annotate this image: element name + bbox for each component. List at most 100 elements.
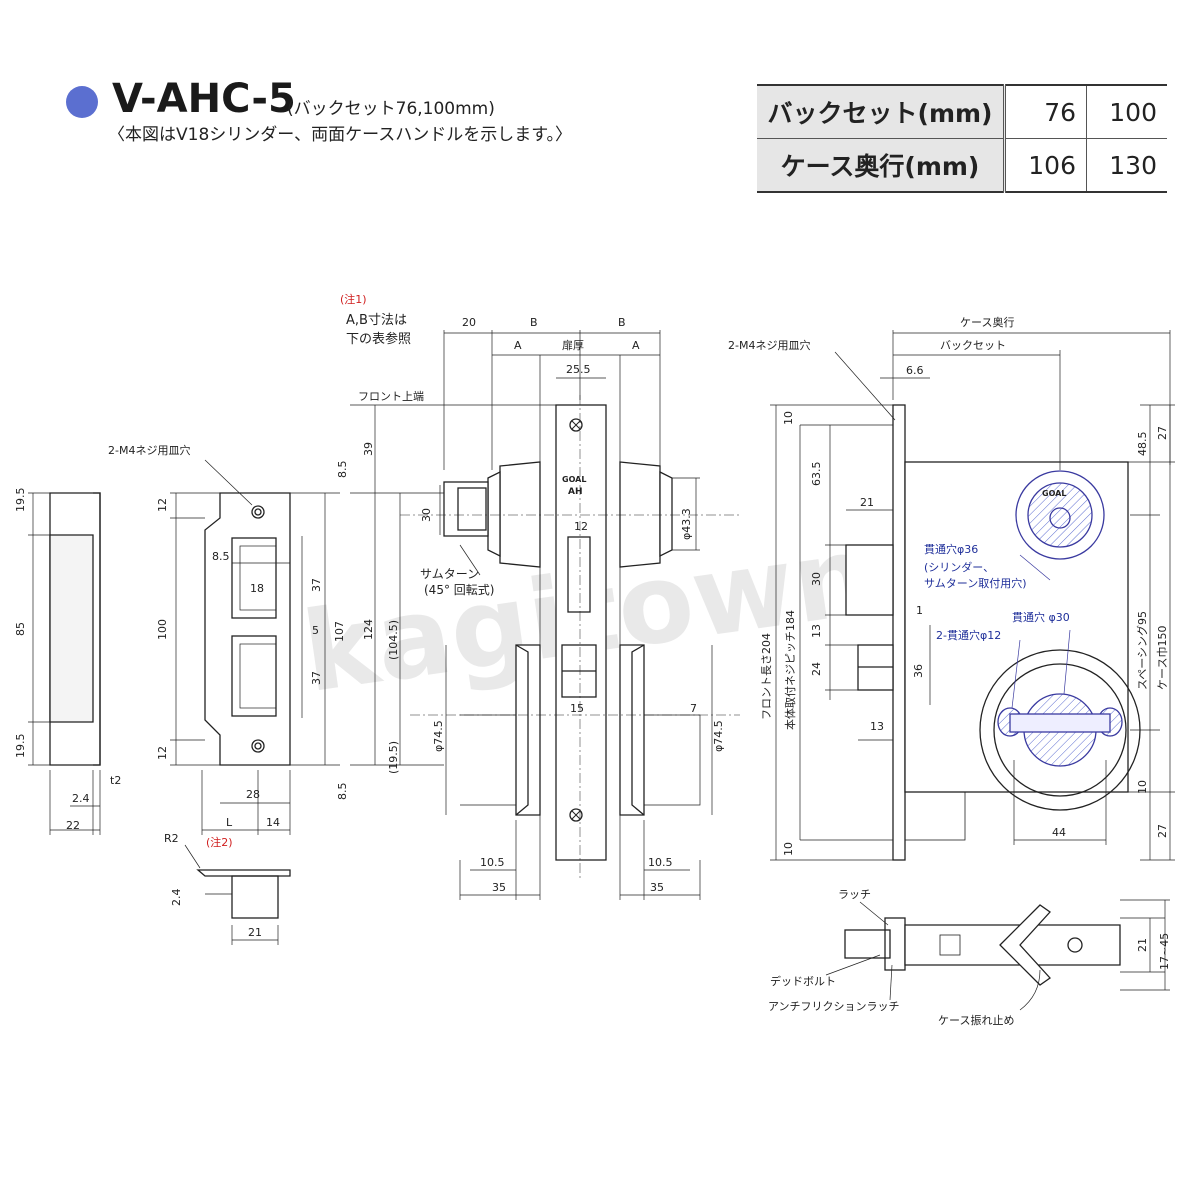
dim-label: 8.5: [336, 783, 349, 801]
dim-label: 10: [782, 842, 795, 856]
spec-value: 130: [1086, 138, 1167, 193]
dim-label: 27: [1156, 824, 1169, 838]
dim-label: 12: [156, 746, 169, 760]
strike-front-view: [170, 492, 340, 835]
strike-screw-label: 2-M4ネジ用皿穴: [108, 443, 190, 457]
dim-label: (19.5): [387, 741, 400, 774]
strike-detail: [184, 844, 291, 945]
dim-label: 22: [66, 819, 80, 832]
dim-label: 7: [690, 702, 697, 715]
dim-label: 本体取付ネジピッチ184: [783, 610, 797, 730]
dim-label: 30: [810, 572, 823, 586]
strike-front-dims: 2-M4ネジ用皿穴 12 12 100 8.5 18 37 5 37 107 2…: [108, 443, 346, 829]
dim-label: 8.5: [212, 550, 230, 563]
front-view: [350, 330, 740, 900]
header: V-AHC-5 (バックセット76,100mm) 〈本図はV18シリンダー、両面…: [0, 0, 1200, 220]
spec-row-case-depth: ケース奥行(mm) 106 130: [757, 138, 1167, 193]
dim-label: 20: [462, 316, 476, 329]
dim-label: 107: [333, 621, 346, 642]
dim-label: 21: [860, 496, 874, 509]
anti-friction-label: アンチフリクションラッチ: [768, 1000, 900, 1013]
dim-label: 2.4: [72, 792, 90, 805]
cylinder-brand: AH: [568, 487, 583, 497]
dim-label: 24: [810, 662, 823, 676]
case-view: [770, 330, 1175, 861]
strike-detail-dims: R2 (注2) 2.4 21: [164, 832, 262, 939]
title-bullet: [66, 86, 98, 118]
model-subtitle: (バックセット76,100mm): [287, 99, 495, 119]
dim-label: A: [514, 339, 522, 352]
spec-label: ケース奥行(mm): [757, 138, 1005, 193]
note1-text: A,B寸法は: [346, 313, 407, 328]
spec-value: 106: [1003, 138, 1087, 193]
dim-label: 13: [870, 720, 884, 733]
dim-label: 10: [782, 411, 795, 425]
dim-label: 48.5: [1136, 432, 1149, 457]
dim-label: B: [618, 316, 626, 329]
note1-text: 下の表参照: [346, 331, 411, 347]
dim-label: 8.5: [336, 461, 349, 479]
dim-label: 37: [310, 671, 323, 685]
strike-side-view: [28, 492, 101, 835]
dim-label: φ74.5: [712, 720, 725, 752]
dim-label: 1: [916, 604, 923, 617]
dim-label: 扉厚: [562, 339, 584, 352]
hole12-label: 2-貫通穴φ12: [936, 628, 1001, 642]
dim-label: 12: [156, 498, 169, 512]
dim-label: 28: [246, 788, 260, 801]
dim-label: t2: [110, 774, 121, 787]
dim-label: 18: [250, 582, 264, 595]
deadbolt-label: デッドボルト: [770, 974, 836, 988]
dim-label: 37: [310, 578, 323, 592]
thumbturn-label: (45° 回転式): [424, 583, 494, 597]
thumbturn-label: サムターン: [420, 567, 479, 581]
front-view-labels: (注1) A,B寸法は 下の表参照 フロント上端 20 B B A 扉厚 A 2…: [336, 292, 725, 894]
dim-label: 21: [248, 926, 262, 939]
dim-label: 124: [362, 619, 375, 640]
dim-label: 10.5: [480, 856, 505, 869]
cylinder-brand: GOAL: [562, 475, 586, 484]
case-screw-label: 2-M4ネジ用皿穴: [728, 338, 810, 352]
dim-label: 15: [570, 702, 584, 715]
hole30-label: 貫通穴 φ30: [1012, 610, 1070, 624]
dim-label: 44: [1052, 826, 1066, 839]
dim-label: 2.4: [170, 889, 183, 907]
case-stop-label: ケース振れ止め: [938, 1013, 1014, 1027]
dim-label: 35: [492, 881, 506, 894]
section-view: [825, 899, 1170, 1011]
case-view-labels: ケース奥行 バックセット 2-M4ネジ用皿穴 6.6 10 63.5 21 30…: [728, 315, 1169, 856]
dim-label: 10.5: [648, 856, 673, 869]
dim-label: 6.6: [906, 364, 924, 377]
dim-label: ケース巾150: [1155, 626, 1169, 690]
note2-label: (注2): [206, 835, 233, 849]
dim-label: (104.5): [387, 620, 400, 660]
dim-label: 17~45: [1158, 933, 1171, 970]
strike-side-dims: 19.5 85 19.5 t2 2.4 22: [14, 488, 121, 833]
spec-value: 100: [1086, 84, 1167, 139]
hole36-label: サムターン取付用穴): [924, 576, 1027, 590]
dim-label: 27: [1156, 426, 1169, 440]
dim-label: 21: [1136, 938, 1149, 952]
dim-label: スペーシング95: [1135, 611, 1149, 690]
dim-label: L: [226, 816, 233, 829]
front-top-label: フロント上端: [358, 390, 424, 403]
section-view-labels: ラッチ デッドボルト アンチフリクションラッチ ケース振れ止め 21 17~45: [768, 888, 1171, 1027]
dim-label: R2: [164, 832, 179, 845]
note1-label: (注1): [340, 292, 367, 306]
dim-label: 10: [1136, 780, 1149, 794]
spec-table: バックセット(mm) 76 100 ケース奥行(mm) 106 130: [757, 84, 1167, 193]
dim-label: 100: [156, 619, 169, 640]
dim-label: バックセット: [940, 339, 1006, 352]
dim-label: 36: [912, 664, 925, 678]
model-title: V-AHC-5: [112, 76, 296, 122]
dim-label: 63.5: [810, 462, 823, 487]
dim-label: 19.5: [14, 488, 27, 513]
hole36-label: (シリンダー、: [924, 560, 994, 574]
dim-label: 5: [312, 624, 319, 637]
dim-label: 25.5: [566, 363, 591, 376]
hole36-label: 貫通穴φ36: [924, 542, 978, 556]
drawing-note: 〈本図はV18シリンダー、両面ケースハンドルを示します。〉: [108, 125, 573, 145]
dim-label: 12: [574, 520, 588, 533]
dim-label: 14: [266, 816, 280, 829]
